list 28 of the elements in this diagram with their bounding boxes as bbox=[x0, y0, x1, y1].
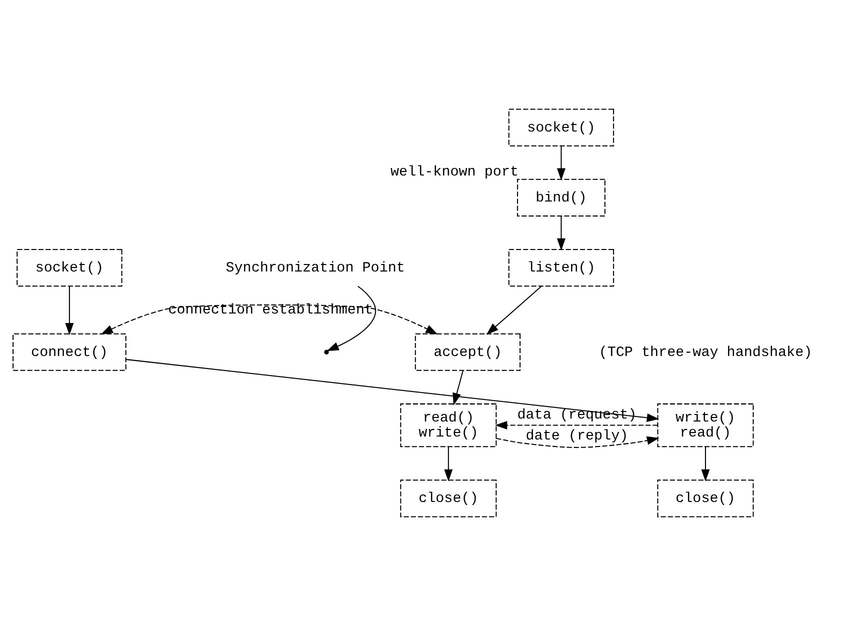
arrow bbox=[452, 370, 463, 406]
node-box: close() bbox=[656, 480, 754, 518]
arrow bbox=[556, 146, 565, 180]
edge-label: connection establishment bbox=[168, 302, 373, 319]
node-box: accept() bbox=[414, 333, 520, 371]
edge-label: date (reply) bbox=[525, 428, 628, 445]
node-box: socket() bbox=[16, 249, 122, 287]
node-box: read() write() bbox=[400, 403, 496, 448]
edge-label: data (request) bbox=[516, 407, 636, 424]
arrow bbox=[700, 446, 710, 482]
node-box: connect() bbox=[12, 333, 126, 371]
arrow bbox=[64, 286, 74, 336]
node-label: well-known port bbox=[390, 164, 518, 181]
arrow bbox=[556, 216, 565, 251]
node-text: Synchronization Point bbox=[225, 260, 404, 277]
node-box: close() bbox=[400, 480, 496, 518]
arrow bbox=[444, 446, 452, 482]
arrow bbox=[100, 304, 438, 334]
arrow bbox=[326, 286, 376, 352]
node-box: bind() bbox=[516, 178, 605, 216]
label: (TCP three-way handshake) bbox=[598, 344, 812, 361]
node-box: socket() bbox=[508, 108, 614, 146]
arrow bbox=[496, 436, 659, 448]
arrow bbox=[125, 358, 659, 422]
arrow bbox=[494, 421, 658, 430]
arrow bbox=[486, 286, 542, 335]
node-box: listen() bbox=[508, 249, 614, 287]
node-box: write() read() bbox=[656, 403, 754, 448]
